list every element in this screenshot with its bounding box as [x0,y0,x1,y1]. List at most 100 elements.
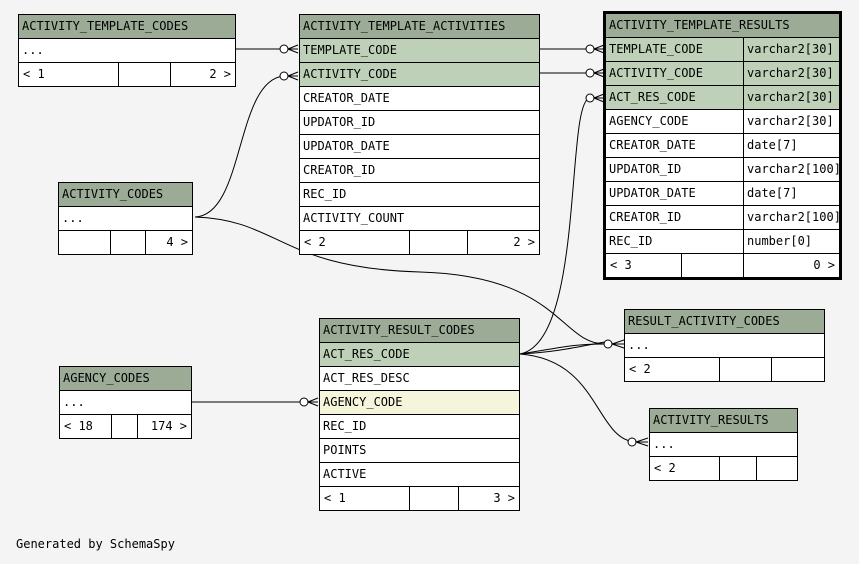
table-ellipsis-row: ... [653,437,675,451]
column-creator-id: CREATOR_ID [303,163,376,177]
table-title: AGENCY_CODES [60,367,191,391]
column-activity-code: ACTIVITY_CODE [609,66,703,80]
crowfoot-mark [593,93,605,103]
table-ellipsis-row: ... [22,43,44,57]
footer-middle [720,457,757,480]
table-footer: < 1 2 > [19,63,235,86]
crowfoot-circle [603,339,613,349]
footer-middle [119,63,171,86]
parent-count: < 2 [625,358,720,381]
parent-count: < 18 [60,415,112,438]
table-activity-results[interactable]: ACTIVITY_RESULTS ... < 2 [649,408,798,481]
table-title: RESULT_ACTIVITY_CODES [625,310,824,334]
column-type: varchar2[30] [743,110,839,133]
crowfoot-mark [307,397,319,407]
table-agency-codes[interactable]: AGENCY_CODES ... < 18 174 > [59,366,192,439]
footer-middle [410,487,459,510]
column-agency-code: AGENCY_CODE [609,114,689,128]
rel-activity-codes-to-activities [194,75,285,218]
parent-count: < 3 [606,254,682,277]
table-ellipsis-row: ... [62,211,84,225]
crowfoot-mark [287,71,299,81]
crowfoot-circle [585,68,595,78]
crowfoot-mark [593,44,605,54]
rel-result-codes-to-result-activity-codes-a [519,343,606,355]
rel-result-codes-to-result-activity-codes-b [519,341,606,355]
column-creator-date: CREATOR_DATE [609,138,696,152]
column-rec-id: REC_ID [323,419,367,433]
table-activity-result-codes[interactable]: ACTIVITY_RESULT_CODES ACT_RES_CODE ACT_R… [319,318,520,511]
table-title: ACTIVITY_CODES [59,183,192,207]
column-points: POINTS [323,443,367,457]
table-title: ACTIVITY_TEMPLATE_RESULTS [606,14,839,38]
column-type: varchar2[100] [743,206,839,229]
parent-count: < 1 [19,63,119,86]
table-title: ACTIVITY_RESULT_CODES [320,319,519,343]
table-footer: < 3 0 > [606,254,839,277]
table-footer: < 2 [650,457,797,480]
table-title: ACTIVITY_TEMPLATE_ACTIVITIES [300,15,539,39]
child-count: 2 > [209,67,231,81]
column-act-res-code: ACT_RES_CODE [323,347,410,361]
generated-by-footer: Generated by SchemaSpy [16,537,175,551]
crowfoot-circle [627,437,637,447]
crowfoot-mark [611,339,625,349]
column-type: varchar2[30] [743,86,839,109]
table-title: ACTIVITY_RESULTS [650,409,797,433]
rel-activity-codes-to-result-activity-codes [194,216,606,345]
column-activity-count: ACTIVITY_COUNT [303,211,405,225]
table-title: ACTIVITY_TEMPLATE_CODES [19,15,235,39]
parent-count: < 2 [300,231,410,254]
column-rec-id: REC_ID [609,234,653,248]
rel-result-codes-to-template-results [519,97,591,355]
parent-count: < 1 [320,487,410,510]
parent-count: < 2 [650,457,720,480]
crowfoot-mark [593,68,605,78]
column-updator-id: UPDATOR_ID [609,162,682,176]
child-count: 3 > [493,491,515,505]
column-agency-code: AGENCY_CODE [323,395,403,409]
crowfoot-circle [279,71,289,81]
column-type: varchar2[100] [743,158,839,181]
crowfoot-circle [279,44,289,54]
column-type: varchar2[30] [743,38,839,61]
table-result-activity-codes[interactable]: RESULT_ACTIVITY_CODES ... < 2 [624,309,825,382]
child-count: 4 > [166,235,188,249]
table-footer: 4 > [59,231,192,254]
column-updator-date: UPDATOR_DATE [609,186,696,200]
footer-middle [112,415,138,438]
footer-middle [720,358,772,381]
column-type: varchar2[30] [743,62,839,85]
table-ellipsis-row: ... [628,338,650,352]
column-activity-code: ACTIVITY_CODE [303,67,397,81]
footer-middle [111,231,146,254]
column-act-res-desc: ACT_RES_DESC [323,371,410,385]
crowfoot-circle [585,93,595,103]
table-activity-template-codes[interactable]: ACTIVITY_TEMPLATE_CODES ... < 1 2 > [18,14,236,87]
column-act-res-code: ACT_RES_CODE [609,90,696,104]
column-type: date[7] [743,134,839,157]
column-type: number[0] [743,230,839,253]
parent-count [59,231,111,254]
table-ellipsis-row: ... [63,395,85,409]
column-updator-date: UPDATOR_DATE [303,139,390,153]
footer-middle [410,231,468,254]
column-active: ACTIVE [323,467,367,481]
column-creator-id: CREATOR_ID [609,210,682,224]
crowfoot-circle [299,397,309,407]
crowfoot-mark [287,44,299,54]
footer-middle [682,254,744,277]
table-activity-codes[interactable]: ACTIVITY_CODES ... 4 > [58,182,193,255]
child-count [772,358,824,381]
table-activity-template-activities[interactable]: ACTIVITY_TEMPLATE_ACTIVITIES TEMPLATE_CO… [299,14,540,255]
column-creator-date: CREATOR_DATE [303,91,390,105]
child-count [757,457,797,480]
table-footer: < 18 174 > [60,415,191,438]
column-updator-id: UPDATOR_ID [303,115,376,129]
column-type: date[7] [743,182,839,205]
child-count: 0 > [813,258,835,272]
child-count: 2 > [513,235,535,249]
table-footer: < 2 2 > [300,231,539,254]
